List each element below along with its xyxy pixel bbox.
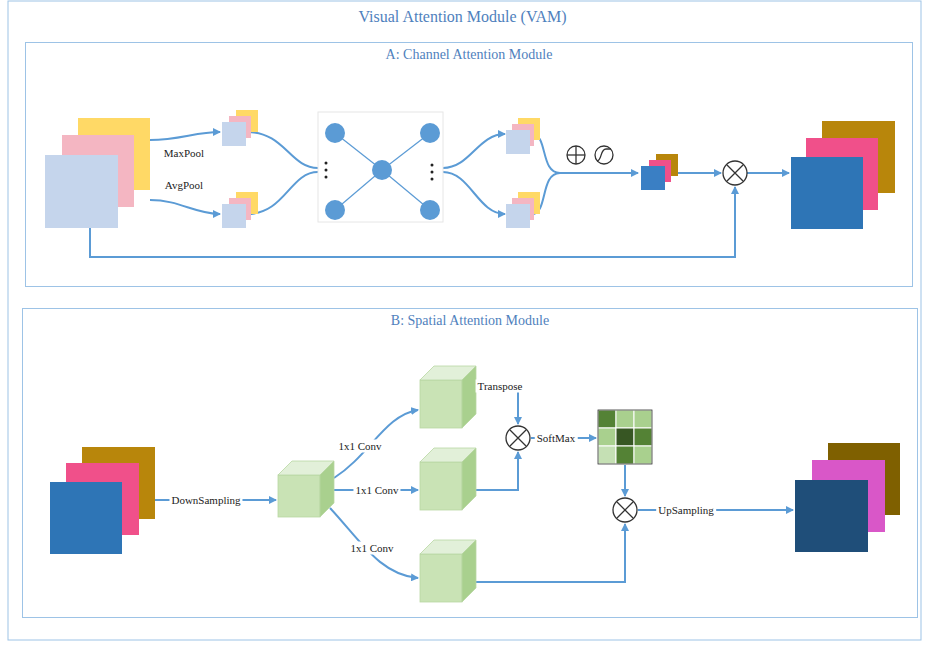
operation-label: DownSampling	[169, 494, 242, 507]
panel-box: A: Channel Attention Module	[25, 42, 913, 287]
operation-label: AvgPool	[163, 179, 205, 192]
panel-box: B: Spatial Attention Module	[22, 308, 918, 618]
panel-heading: B: Spatial Attention Module	[23, 313, 917, 329]
operation-label: MaxPool	[162, 147, 206, 160]
operation-label: 1x1 Conv	[336, 440, 383, 453]
operation-label: SoftMax	[535, 432, 578, 445]
panel-heading: A: Channel Attention Module	[26, 47, 912, 63]
operation-label: 1x1 Conv	[348, 542, 395, 555]
operation-label: 1x1 Conv	[353, 484, 400, 497]
operation-label: Transpose	[476, 380, 525, 393]
operation-label: UpSampling	[656, 504, 716, 517]
diagram-title: Visual Attention Module (VAM)	[0, 8, 925, 26]
